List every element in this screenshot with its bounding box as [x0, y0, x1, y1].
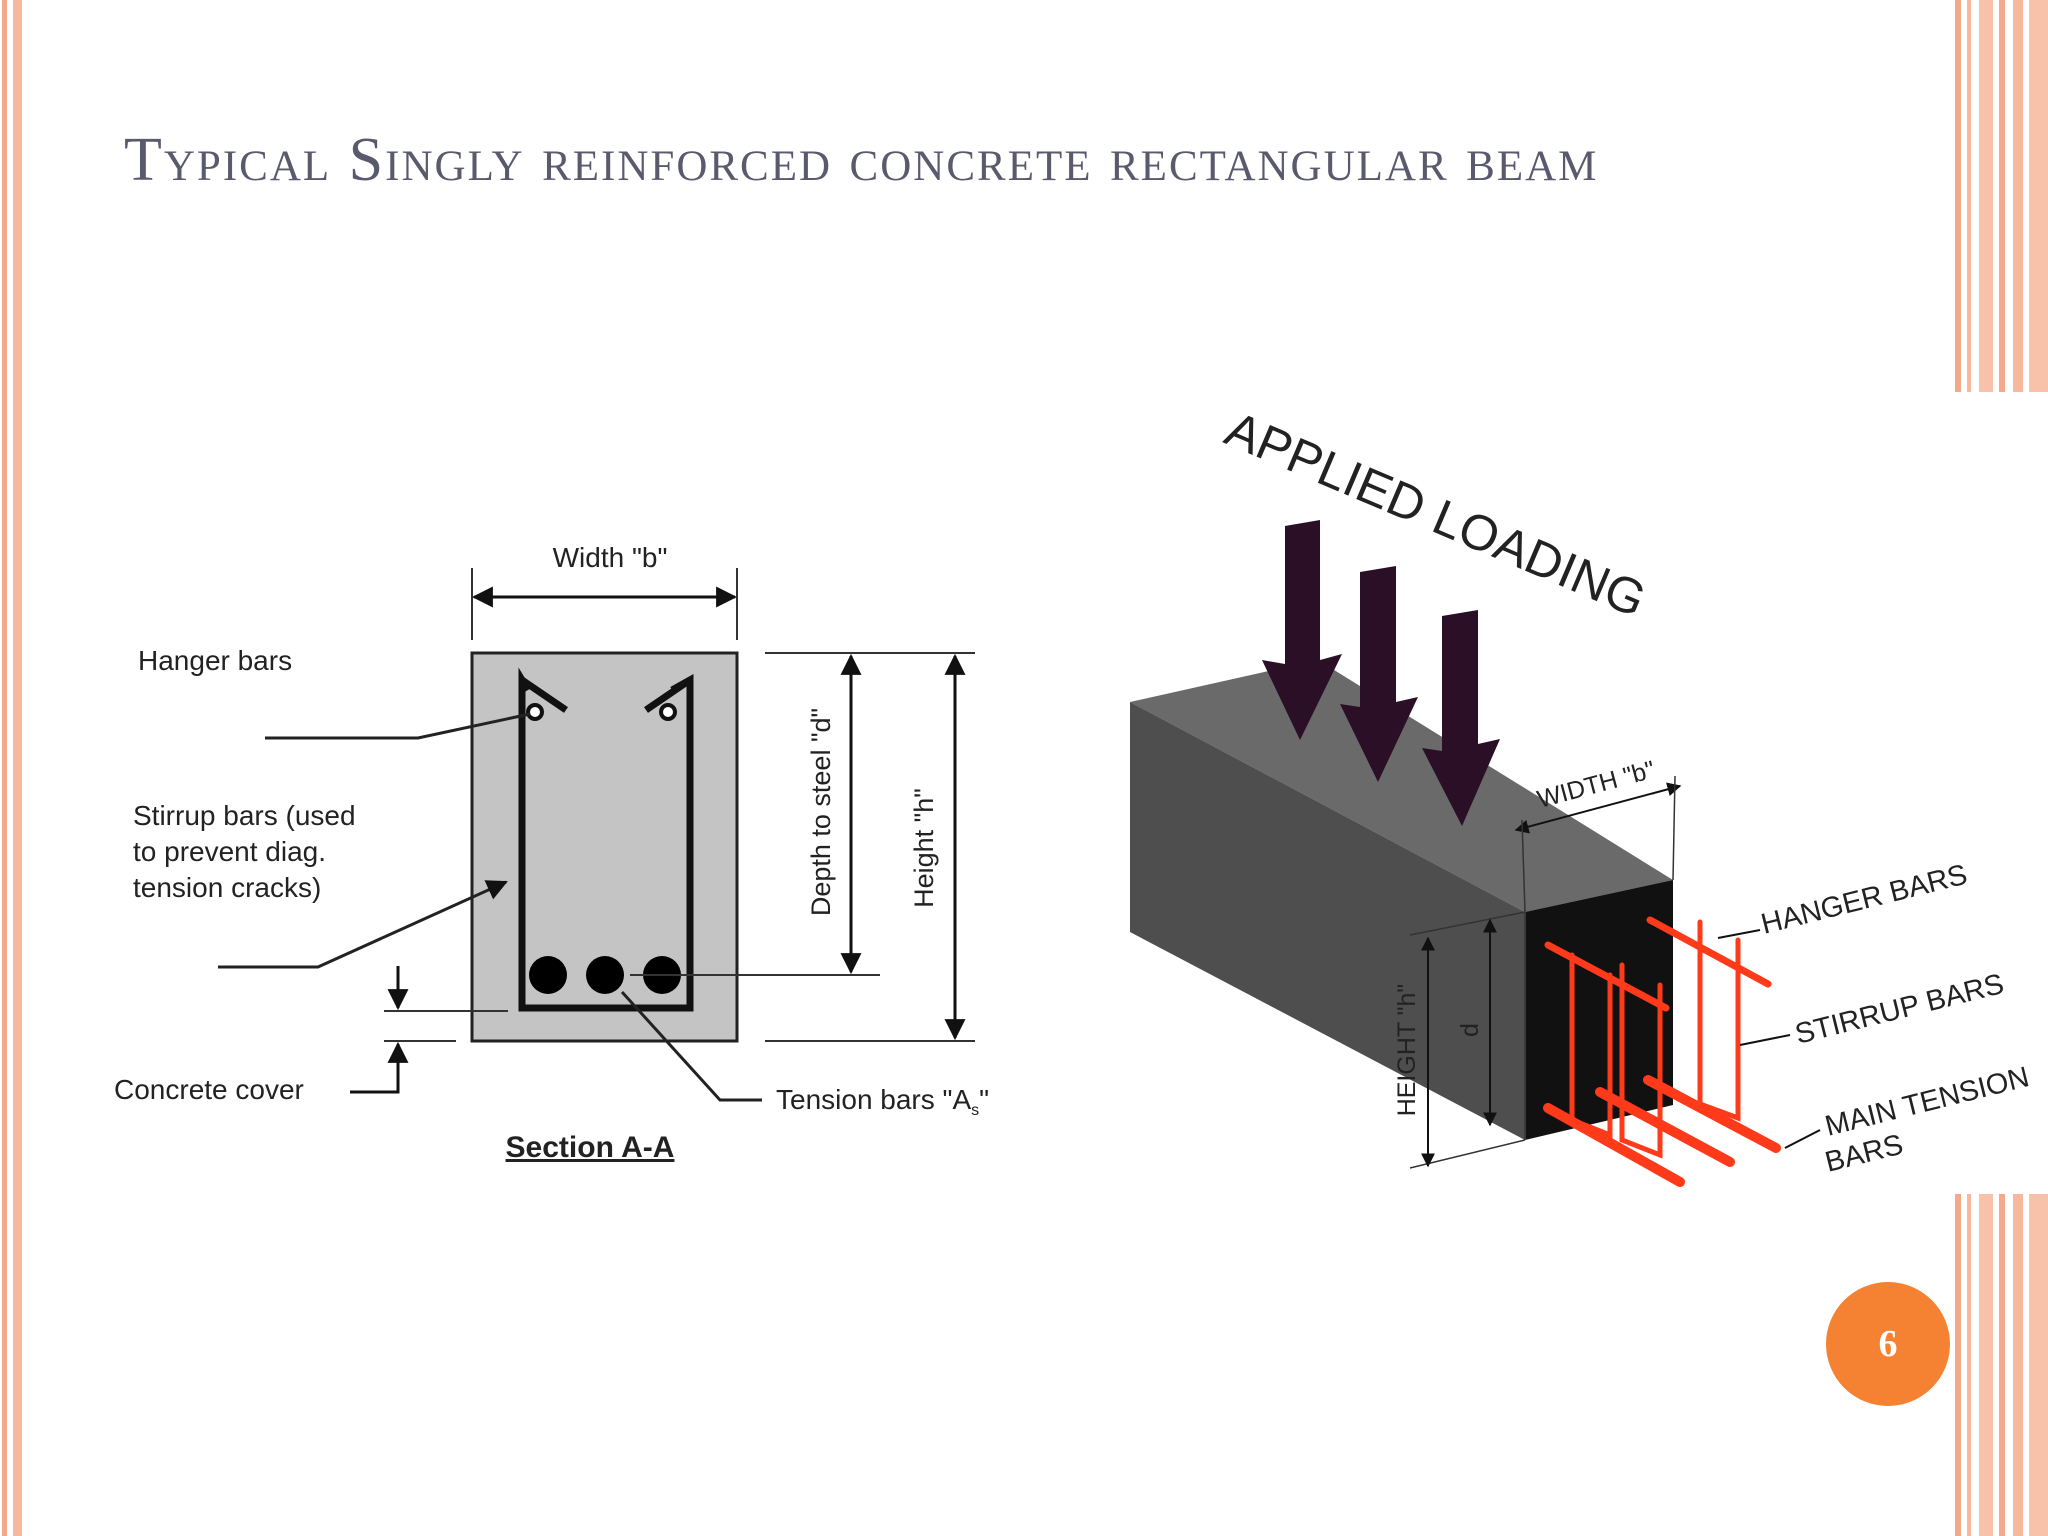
height-label: Height "h": [909, 788, 939, 908]
hanger-bar-left: [526, 703, 544, 721]
hanger-bar-3d-1: [1544, 941, 1670, 1012]
stirrup-3d-1: [1569, 952, 1613, 1139]
hanger-leader: [265, 712, 531, 740]
section-title: Section A-A: [506, 1131, 675, 1164]
beam-top-face: [1130, 660, 1673, 912]
depth-label: Depth to steel "d": [806, 708, 836, 916]
main-tension-3d-leader: [1784, 1129, 1821, 1149]
stirrup-hook-right: [644, 677, 692, 713]
tension-bars-label: Tension bars "As": [776, 1084, 989, 1119]
isometric-beam-diagram: APPLIED LOADING WIDTH "b" HEIGHT "h" d H…: [1130, 401, 2032, 1187]
load-arrow-2: [1340, 566, 1418, 782]
rebar-cage: [1543, 916, 1781, 1187]
stirrup-3d-3: [1697, 919, 1741, 1122]
stirrup-label-line-2: to prevent diag.: [133, 836, 326, 867]
tension-bar-2: [586, 956, 624, 994]
width-label: Width "b": [553, 542, 668, 573]
stirrup-3d-2: [1619, 962, 1663, 1159]
hanger-bar-right: [659, 703, 677, 721]
hanger-bar-3d-2: [1646, 916, 1772, 988]
stirrup-label-line-3: tension cracks): [133, 872, 321, 903]
stirrup-bars-3d-label: STIRRUP BARS: [1792, 968, 2007, 1051]
load-arrow-3: [1422, 610, 1500, 826]
d-3d-label: d: [1456, 1023, 1484, 1037]
width-3d-label: WIDTH "b": [1534, 756, 1658, 814]
slide-title: Typical Singly reinforced concrete recta…: [124, 126, 1599, 194]
main-tension-bar-3: [1643, 1075, 1781, 1153]
section-a-a-diagram: Width "b" Depth to steel "d" Height "h" …: [114, 542, 989, 1164]
hanger-3d-leader: [1717, 929, 1761, 939]
height-3d-label: HEIGHT "h": [1393, 984, 1421, 1117]
main-tension-3d-label-line-1: MAIN TENSION: [1822, 1061, 2032, 1143]
stirrup-hook-left: [520, 677, 568, 713]
stirrup-3d-leader: [1739, 1034, 1791, 1046]
stirrup-leader: [218, 880, 508, 969]
beam-end-face: [1525, 880, 1673, 1140]
load-arrow-1: [1262, 520, 1342, 740]
right-border-stripes: [1955, 0, 2048, 1536]
concrete-cover-label: Concrete cover: [114, 1074, 304, 1105]
left-border-stripes: [2, 0, 22, 1536]
stirrup-label-line-1: Stirrup bars (used: [133, 800, 356, 831]
hanger-bars-label: Hanger bars: [138, 645, 292, 676]
page-number-badge: 6: [1826, 1282, 1950, 1406]
width-3d-dim: [1514, 782, 1682, 834]
hanger-bars-3d-label: HANGER BARS: [1758, 859, 1971, 941]
tension-leader: [620, 990, 762, 1102]
applied-loading-label: APPLIED LOADING: [1218, 401, 1654, 628]
cover-leader: [350, 1088, 400, 1094]
tension-bar-1: [529, 956, 567, 994]
